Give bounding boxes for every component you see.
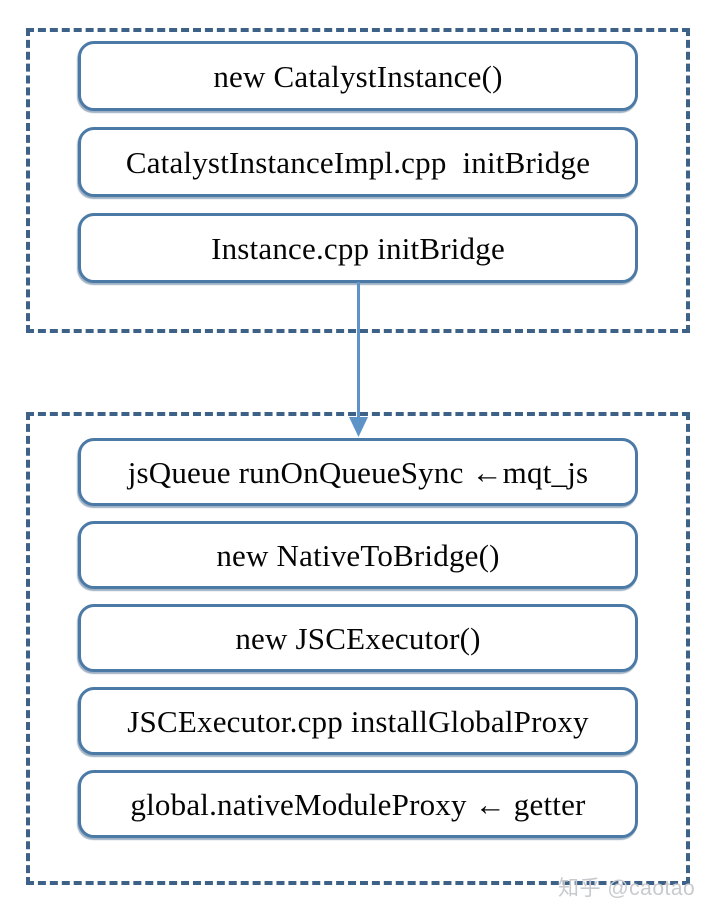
node-instance-cpp-initbridge: Instance.cpp initBridge: [78, 213, 638, 283]
node-catalyst-instance-impl-initbridge: CatalystInstanceImpl.cpp initBridge: [78, 127, 638, 197]
node-label: Instance.cpp initBridge: [211, 230, 505, 266]
bottom-phase-container: jsQueue runOnQueueSync ←mqt_js new Nativ…: [26, 412, 690, 885]
node-label: new JSCExecutor(): [235, 620, 481, 656]
node-label: new CatalystInstance(): [213, 58, 503, 94]
node-label: CatalystInstanceImpl.cpp initBridge: [125, 144, 591, 180]
node-new-nativetobridge: new NativeToBridge(): [78, 521, 638, 589]
zhihu-watermark: 知乎 @caotao: [558, 877, 696, 900]
node-label: global.nativeModuleProxy ← getter: [130, 786, 586, 822]
node-global-nativemoduleproxy-getter: global.nativeModuleProxy ← getter: [78, 770, 638, 838]
node-label: new NativeToBridge(): [216, 537, 500, 573]
node-jsqueue-runonqueuesync: jsQueue runOnQueueSync ←mqt_js: [78, 438, 638, 506]
node-label: jsQueue runOnQueueSync ←mqt_js: [127, 454, 589, 490]
node-jscexecutor-installglobalproxy: JSCExecutor.cpp installGlobalProxy: [78, 687, 638, 755]
top-phase-container: new CatalystInstance() CatalystInstanceI…: [26, 28, 690, 333]
node-new-catalyst-instance: new CatalystInstance(): [78, 41, 638, 111]
node-label: JSCExecutor.cpp installGlobalProxy: [127, 703, 589, 739]
node-new-jscexecutor: new JSCExecutor(): [78, 604, 638, 672]
